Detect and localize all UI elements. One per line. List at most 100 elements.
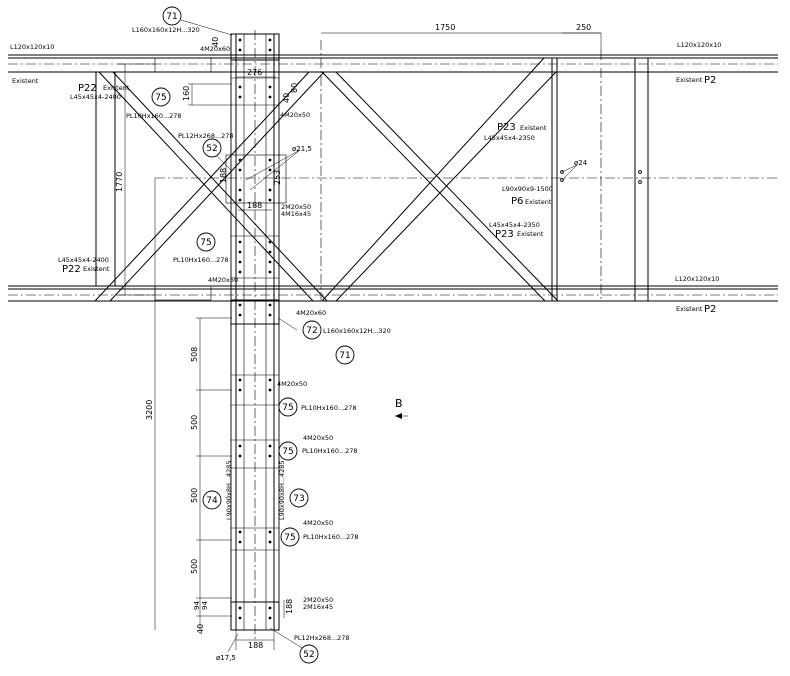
bolt-hole [238,378,242,382]
dim-276: 276 [247,68,262,77]
label-p22-b: P22 [62,264,81,275]
bolt-hole [268,188,272,192]
callout-72: 72 [306,326,317,336]
label-pl10-d: PL10Hx160...278 [302,447,358,455]
dim-160: 160 [182,86,191,101]
bolt-hole [268,270,272,274]
label-existent-br: Existent [676,305,703,313]
bolt-hole [238,188,242,192]
dim-40-bot: 40 [196,624,205,634]
label-p22-a: P22 [78,83,97,94]
dim-500-b: 500 [190,488,199,503]
bolt-hole [238,158,242,162]
bolt-hole [268,454,272,458]
label-p6: P6 [511,196,523,207]
label-l120-tr: L120x120x10 [677,41,721,49]
bolt-hole [238,240,242,244]
label-existent-p23b: Existent [517,230,544,238]
label-4m20x60-top: 4M20x60 [200,45,230,53]
callout-75-c: 75 [282,403,293,413]
label-existent-p23a: Existent [520,124,547,132]
label-2m20x50-a: 2M20x50 [281,203,311,211]
dim-94-b: 94 [201,601,209,610]
label-p2-tr: P2 [704,75,716,86]
label-4m20x60-bot: 4M20x60 [296,309,326,317]
bolt-hole [238,38,242,42]
bolt-hole [238,48,242,52]
label-4m20x50-b: 4M20x50 [208,276,238,284]
bolt-hole [238,313,242,317]
label-l160-bot: L160x160x12H...320 [323,327,391,335]
callout-75-a: 75 [155,93,166,103]
label-existent-p6: Existent [525,198,552,206]
callout-75-e: 75 [284,533,295,543]
bolt-hole [268,606,272,610]
dim-188-mid: 188 [247,201,262,210]
dim-3200: 3200 [145,400,154,420]
label-l90-4285-b: L90x90x8H...4285 [278,460,286,520]
callout-71-top: 71 [166,12,177,22]
hole-17-5: ø17,5 [216,654,236,662]
new-column [154,30,287,640]
bolt-hole [238,168,242,172]
label-l90-1500: L90x90x9-1500 [502,185,553,193]
bolt-hole [268,540,272,544]
label-pl10-c: PL10Hx160...278 [301,404,357,412]
label-p23-b: P23 [495,229,514,240]
bolt-hole [268,168,272,172]
bolt-hole [268,313,272,317]
hole-21-5: ø21,5 [292,145,312,153]
label-4m20x50-d: 4M20x50 [303,434,333,442]
label-existent-p22a: Existent [103,84,130,92]
bolt-hole [638,180,642,184]
label-l160-top: L160x160x12H...320 [132,26,200,34]
label-existent-tr: Existent [676,76,703,84]
label-4m20x50-a: 4M20x50 [280,111,310,119]
label-l120-tl: L120x120x10 [10,43,54,51]
label-pl12-b: PL12Hx268...278 [294,634,350,642]
callout-texts: 71 75 52 75 72 71 75 75 74 73 75 52 [155,12,350,660]
dim-1750: 1750 [435,23,455,32]
label-p23-a: P23 [497,122,516,133]
bolt-hole [238,616,242,620]
bolt-hole [268,95,272,99]
hole-texts: ø21,5 ø24 ø17,5 [216,145,588,662]
top-chord [8,54,778,73]
bolt-hole [268,530,272,534]
label-view-b: B [395,397,403,410]
bolt-hole [238,260,242,264]
callout-73: 73 [293,494,304,504]
bolt-hole [238,454,242,458]
bolt-hole [268,388,272,392]
dim-40-side: 40 [282,93,291,103]
bolt-hole [268,616,272,620]
bolt-hole [268,260,272,264]
dimension-texts: 1750 250 40 276 160 40 80 1770 188 253 1… [115,23,591,650]
dim-253: 253 [273,170,282,185]
dim-188-right: 188 [285,599,294,614]
callout-52-a: 52 [206,144,217,154]
label-2m20x50-b: 2M20x50 [303,596,333,604]
label-existent-tl: Existent [12,77,39,85]
label-pl10-b: PL10Hx160...278 [173,256,229,264]
bolt-hole [238,530,242,534]
bolt-holes [238,38,642,620]
bolt-hole [238,95,242,99]
bolt-hole [268,250,272,254]
callout-75-d: 75 [282,447,293,457]
label-l45-2350-a: L45x45x4-2350 [484,134,535,142]
bolt-hole [268,303,272,307]
bolt-hole [268,378,272,382]
dimension-lines [118,19,602,653]
member-labels: L160x160x12H...320 4M20x60 L120x120x10 E… [10,26,721,642]
dim-188-up: 188 [219,168,228,183]
hole-24: ø24 [574,159,588,167]
label-pl10-a: PL10Hx160...278 [126,112,182,120]
label-p2-br: P2 [704,304,716,315]
label-l120-br: L120x120x10 [675,275,719,283]
callout-75-b: 75 [200,238,211,248]
label-l90-4285-a: L90x90x8H...4285 [225,460,233,520]
label-pl12-a: PL12Hx268...278 [178,132,234,140]
bolt-hole [238,270,242,274]
